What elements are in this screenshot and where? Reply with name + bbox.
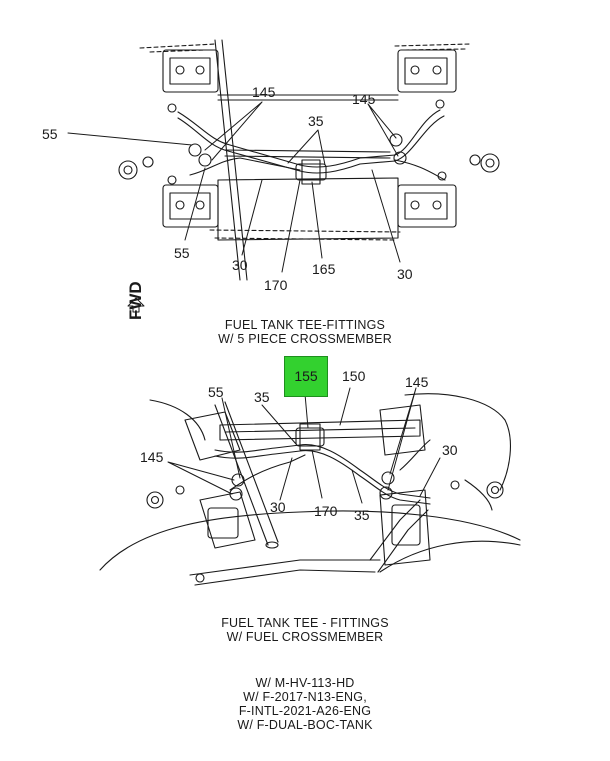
callout-55-top-upper: 55 [42, 126, 58, 142]
callout-145-bottom-left: 145 [140, 449, 164, 465]
bottom-view-drawing [99, 393, 521, 586]
callout-30-bottom-right: 30 [442, 442, 458, 458]
callout-35-top: 35 [308, 113, 324, 129]
bottom-view-leaders [167, 387, 441, 504]
callout-145-top-left: 145 [252, 84, 276, 100]
callout-30-top-left: 30 [232, 257, 248, 273]
callout-30-bottom-lower: 30 [270, 499, 286, 515]
bottom-view-caption-line2: W/ FUEL CROSSMEMBER [226, 630, 384, 644]
arrow-up-icon [127, 297, 145, 313]
top-view-leaders [67, 101, 401, 273]
callout-30-top-right: 30 [397, 266, 413, 282]
callout-170-bottom: 170 [314, 503, 338, 519]
top-view-drawing [118, 39, 500, 281]
callout-35-bottom-lower: 35 [354, 507, 370, 523]
note-line-3: F-INTL-2021-A26-ENG [238, 704, 372, 718]
note-line-2: W/ F-2017-N13-ENG, [243, 690, 367, 704]
note-line-1: W/ M-HV-113-HD [255, 676, 355, 690]
callout-55-top-lower: 55 [174, 245, 190, 261]
callout-35-bottom-upper: 35 [254, 389, 270, 405]
callout-145-bottom-right: 145 [405, 374, 429, 390]
callout-170-top: 170 [264, 277, 288, 293]
callout-55-bottom: 55 [208, 384, 224, 400]
top-view-caption-line2: W/ 5 PIECE CROSSMEMBER [218, 332, 392, 346]
note-line-4: W/ F-DUAL-BOC-TANK [237, 718, 373, 732]
top-view-caption-line1: FUEL TANK TEE-FITTINGS [224, 318, 386, 332]
highlighted-callout-155[interactable]: 155 [284, 356, 328, 397]
callout-155-label: 155 [294, 368, 318, 384]
callout-165-top: 165 [312, 261, 336, 277]
fwd-direction-label: FWD [126, 281, 145, 320]
callout-145-top-right: 145 [352, 91, 376, 107]
bottom-view-caption-line1: FUEL TANK TEE - FITTINGS [221, 616, 389, 630]
callout-150-bottom: 150 [342, 368, 366, 384]
